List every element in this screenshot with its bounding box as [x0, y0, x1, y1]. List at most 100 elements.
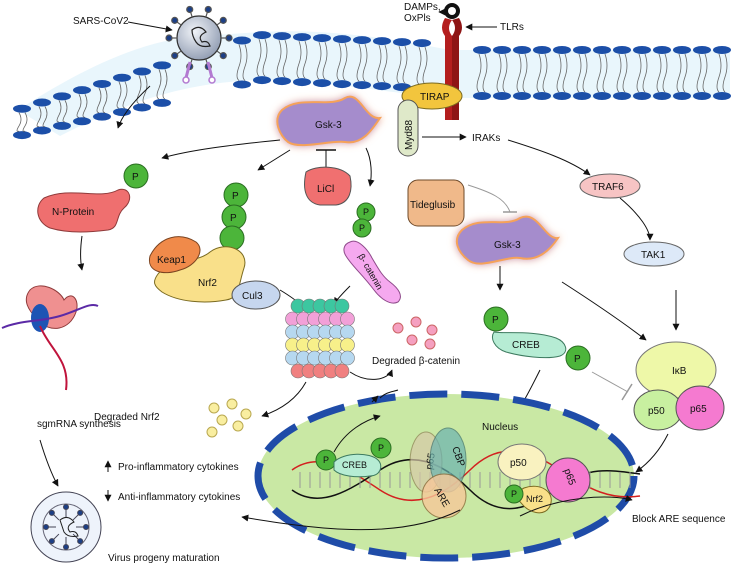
virus-progeny-label: Virus progeny maturation — [108, 553, 220, 564]
lipid-head — [693, 92, 711, 100]
lipid-head — [93, 112, 111, 121]
virus-progeny — [30, 491, 102, 563]
gsk3-lower-label: Gsk-3 — [494, 240, 521, 251]
lipid-head — [673, 46, 691, 54]
lipid-head — [233, 80, 251, 89]
p-nrf2-1: P — [232, 191, 239, 202]
membrane-tails — [16, 38, 728, 132]
lipid-head — [653, 46, 671, 54]
licl-label: LiCl — [317, 184, 334, 195]
sars-cov2-virus — [165, 5, 233, 84]
lipid-head — [713, 92, 731, 100]
lipid-head — [333, 80, 351, 89]
lipid-head — [553, 46, 571, 54]
p-nrf2-nuc: P — [511, 489, 517, 499]
lipid-head — [493, 92, 511, 100]
keap1-label: Keap1 — [157, 255, 186, 266]
p50-label: p50 — [648, 406, 665, 417]
lipid-head — [613, 92, 631, 100]
degraded-nrf2-label: Degraded Nrf2 — [94, 412, 160, 423]
lipid-head — [353, 36, 371, 45]
p65-label: p65 — [690, 404, 707, 415]
lipid-head — [53, 92, 71, 101]
lipid-head — [313, 79, 331, 88]
lipid-head — [353, 81, 371, 90]
proteasome — [285, 298, 355, 379]
n-protein-label: N-Protein — [52, 207, 94, 218]
lipid-head — [273, 77, 291, 86]
ikb-label: IκB — [672, 366, 687, 377]
lipid-head — [693, 46, 711, 54]
tak1-label: TAK1 — [641, 250, 666, 261]
lipid-head — [73, 117, 91, 126]
lipid-head — [573, 46, 591, 54]
tlrs-label: TLRs — [500, 22, 524, 33]
degraded-nrf2-dots — [206, 398, 252, 438]
lipid-head — [613, 46, 631, 54]
lipid-head — [593, 46, 611, 54]
lipid-head — [13, 104, 31, 113]
lipid-head — [153, 98, 171, 107]
tirap-label: TIRAP — [420, 92, 450, 103]
p-creb-top: P — [492, 315, 499, 326]
lipid-head — [513, 92, 531, 100]
lipid-head — [513, 46, 531, 54]
lipid-head — [413, 39, 431, 48]
lipid-head — [393, 38, 411, 47]
lipid-head — [553, 92, 571, 100]
lipid-head — [33, 126, 51, 135]
creb-nuc-label: CREB — [342, 460, 367, 470]
gsk3-lower — [455, 215, 561, 265]
lipid-head — [633, 92, 651, 100]
lipid-head — [153, 61, 171, 70]
ribosome-rna — [1, 285, 99, 391]
lipid-head — [53, 121, 71, 130]
gsk3-top — [276, 95, 383, 147]
lipid-head — [273, 32, 291, 41]
lipid-head — [33, 98, 51, 107]
lipid-head — [113, 108, 131, 117]
pro-inflammatory-label: Pro-inflammatory cytokines — [118, 462, 239, 473]
lipid-head — [593, 92, 611, 100]
lipid-head — [293, 33, 311, 42]
cul3-label: Cul3 — [242, 291, 263, 302]
lipid-head — [73, 86, 91, 95]
oxpls-label: OxPls — [404, 13, 431, 24]
sgmrna-label: sgmRNA synthesis — [37, 419, 121, 430]
nrf2-label: Nrf2 — [198, 278, 217, 289]
lipid-head — [373, 82, 391, 91]
p-creb-nuc-2: P — [378, 443, 384, 453]
nucleus-label: Nucleus — [482, 422, 518, 433]
nrf2-nuc-label: Nrf2 — [526, 494, 543, 504]
lipid-head — [713, 46, 731, 54]
lipid-head — [673, 92, 691, 100]
tideglusib-label: Tideglusib — [410, 200, 456, 211]
lipid-head — [253, 31, 271, 40]
traf6-label: TRAF6 — [592, 182, 624, 193]
lipid-head — [373, 37, 391, 46]
block-are-label: Block ARE sequence — [632, 514, 726, 525]
lipid-head — [93, 79, 111, 88]
sars-cov2-label: SARS-CoV2 — [73, 16, 129, 27]
lipid-head — [233, 36, 251, 45]
lipid-head — [293, 78, 311, 87]
lipid-head — [133, 103, 151, 112]
lipid-head — [493, 46, 511, 54]
p-bcat-1: P — [363, 207, 369, 217]
lipid-head — [473, 92, 491, 100]
lipid-head — [253, 76, 271, 85]
lipid-head — [473, 46, 491, 54]
lipid-head — [133, 67, 151, 76]
lipid-head — [533, 46, 551, 54]
p-n-protein: P — [132, 172, 139, 183]
p-creb-nuc-1: P — [323, 455, 329, 465]
lipid-head — [113, 73, 131, 82]
lipid-head — [13, 131, 31, 140]
p-creb-right: P — [574, 354, 581, 365]
p-bcat-2: P — [359, 223, 365, 233]
iraks-label: IRAKs — [472, 133, 500, 144]
lipid-head — [633, 46, 651, 54]
creb-label: CREB — [512, 340, 540, 351]
p-nrf2-2: P — [230, 213, 237, 224]
